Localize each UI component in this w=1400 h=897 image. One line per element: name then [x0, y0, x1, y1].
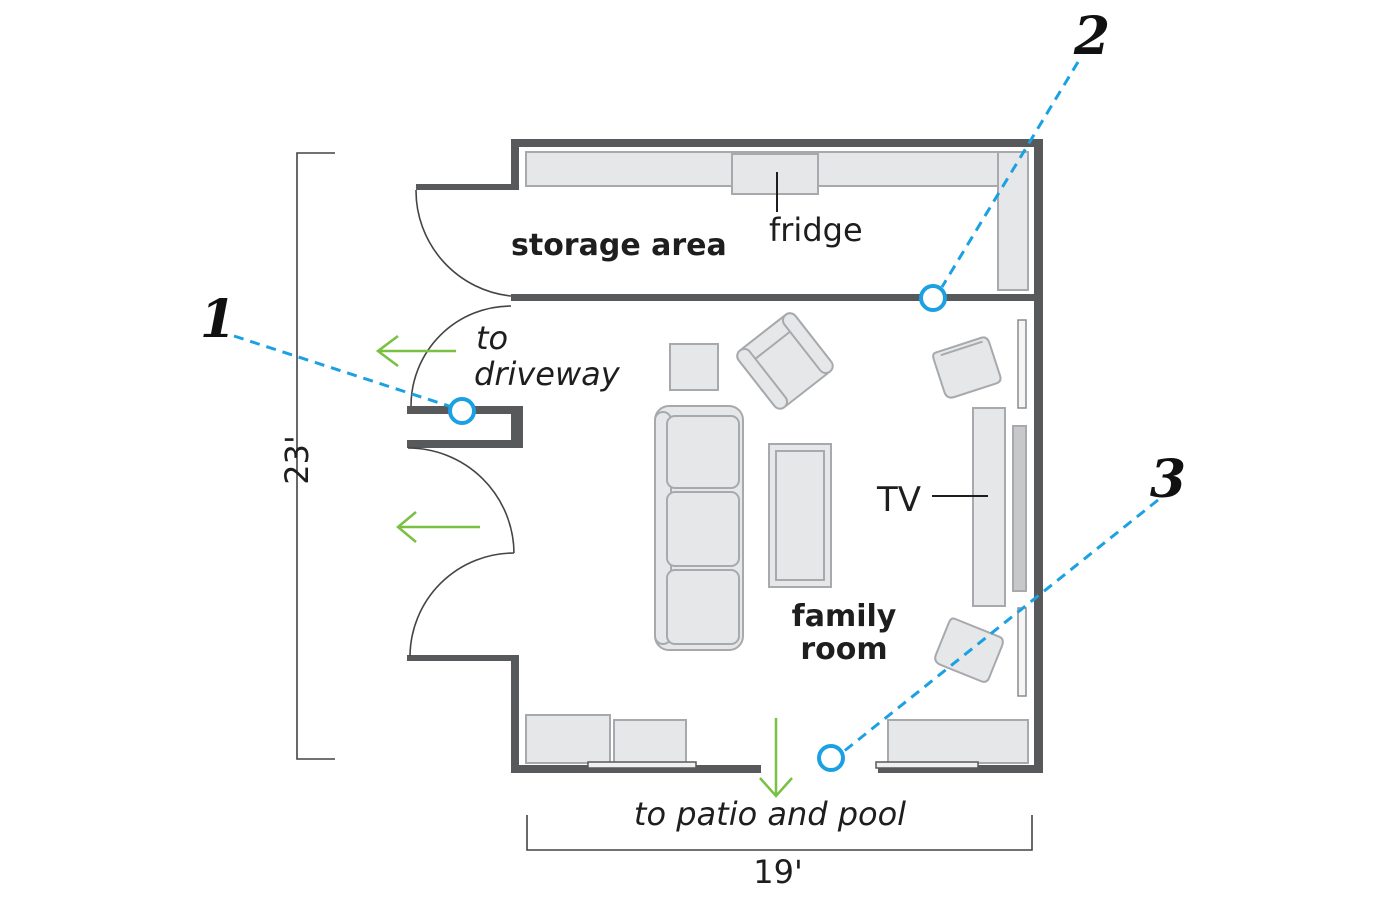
leader-lines — [776, 172, 988, 497]
left-double-door-lower — [409, 552, 515, 657]
height-dimension-label: 23' — [278, 435, 316, 485]
family-room-label-line1: family — [792, 599, 897, 634]
arrow-left-doors-icon — [396, 511, 480, 543]
bottom-cabinet-right — [887, 719, 1029, 764]
window-upper — [1017, 319, 1027, 409]
chair-upper-right — [932, 336, 1002, 399]
top-wall — [511, 139, 1043, 147]
viewpoint-3-marker — [817, 744, 845, 772]
viewpoint-1-line — [233, 334, 456, 410]
viewpoint-2-marker — [919, 284, 947, 312]
storage-counter-right — [997, 151, 1029, 291]
arrow-to-driveway-icon — [375, 335, 456, 367]
tv-console — [972, 407, 1006, 607]
bottom-wall-left — [511, 765, 761, 773]
lower-left-wall — [511, 660, 519, 773]
sliding-door — [587, 761, 979, 769]
door-swings — [407, 189, 515, 657]
fridge-unit — [731, 153, 819, 195]
fridge-label: fridge — [769, 211, 863, 249]
upper-left-wall-stub — [416, 184, 519, 190]
armchair-left — [736, 312, 834, 410]
bottom-wall-right — [878, 765, 1043, 773]
driveway-door-swing — [410, 305, 512, 407]
tv-label: TV — [876, 480, 921, 520]
bottom-cabinet-left — [525, 714, 611, 764]
coffee-table-detail — [1012, 425, 1027, 592]
sofa-cushion-2 — [666, 491, 740, 567]
sofa — [654, 405, 744, 651]
viewpoint-1-marker — [448, 397, 476, 425]
upper-left-wall — [511, 139, 519, 190]
viewpoint-markers — [448, 284, 947, 772]
coffee-table-inset — [775, 450, 825, 581]
bottom-cabinet-middle — [613, 719, 687, 764]
viewpoint-1-number: 1 — [200, 289, 236, 350]
arrow-to-patio-icon — [759, 718, 793, 798]
side-table — [669, 343, 719, 391]
height-dimension-line — [296, 152, 335, 760]
sofa-cushion-3 — [666, 569, 740, 645]
slider-panel-right — [875, 761, 979, 769]
right-wall — [1034, 139, 1043, 773]
direction-arrows — [375, 335, 793, 798]
storage-divider-wall — [511, 294, 1043, 301]
storage-door-swing — [415, 189, 512, 297]
coffee-table — [768, 443, 832, 588]
sofa-cushion-1 — [666, 415, 740, 489]
patio-label: to patio and pool — [634, 795, 906, 833]
left-wall-pier-bottom — [407, 440, 519, 448]
viewpoint-2-number: 2 — [1073, 6, 1110, 67]
lower-left-wall-stub — [407, 655, 519, 661]
viewpoint-3-number: 3 — [1150, 449, 1186, 510]
family-room-label-line2: room — [800, 632, 887, 667]
viewpoint-2-line — [940, 61, 1080, 288]
dimension-lines — [296, 152, 1033, 851]
driveway-label-line2: driveway — [474, 355, 621, 393]
left-wall-pier-end — [511, 406, 523, 448]
storage-area-label: storage area — [511, 228, 727, 263]
viewpoint-lines — [233, 61, 1159, 754]
window-lower — [1017, 607, 1027, 697]
width-dimension-line — [526, 815, 1033, 851]
left-double-door-upper — [407, 447, 515, 554]
slider-panel-left — [587, 761, 697, 769]
driveway-label-line1: to — [476, 319, 508, 357]
width-dimension-label: 19' — [753, 853, 803, 891]
furniture — [525, 151, 1029, 764]
